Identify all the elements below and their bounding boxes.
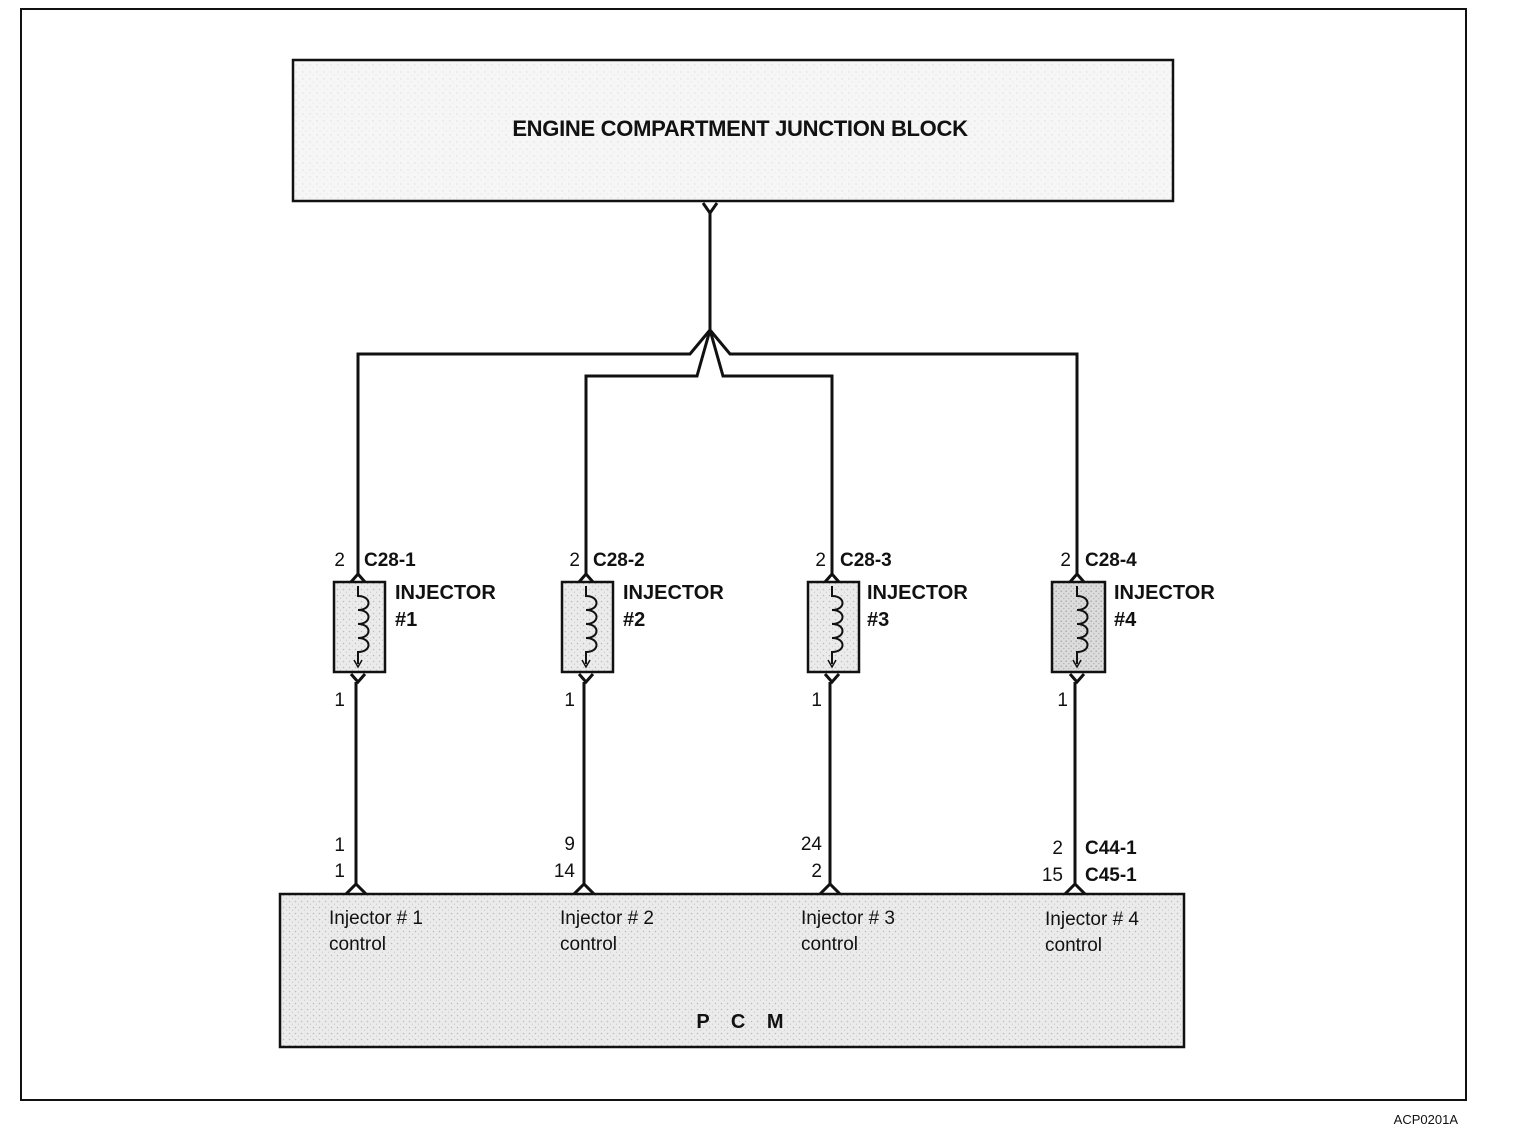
pcm-connector-c45: C45-1 xyxy=(1085,865,1137,886)
pcm-terminal-1-pin-a: 1 xyxy=(334,835,345,856)
junction-block: ENGINE COMPARTMENT JUNCTION BLOCK xyxy=(291,58,1175,203)
pcm-connector-c44: C44-1 xyxy=(1085,838,1137,859)
injector-2-connector: C28-2 xyxy=(593,550,645,571)
injector-1-label: INJECTOR xyxy=(395,582,496,604)
pcm-terminal-3-label: Injector # 3 xyxy=(801,908,895,929)
injector-3-number: #3 xyxy=(867,609,889,631)
power-feed-wiring xyxy=(356,202,1079,574)
injector-4-coil-icon xyxy=(1076,586,1089,664)
injector-2-label: INJECTOR xyxy=(623,582,724,604)
pcm-terminal-2-label: Injector # 2 xyxy=(560,908,654,929)
pcm-terminal-4-label: Injector # 4 xyxy=(1045,909,1139,930)
injector-2-number: #2 xyxy=(623,609,645,631)
injector-1-coil-icon xyxy=(357,586,370,664)
pcm-terminal-3-pin-b: 2 xyxy=(811,861,822,882)
injector-1-pin-top: 2 xyxy=(334,550,345,571)
figure-code: ACP0201A xyxy=(1394,1112,1459,1127)
junction-block-title: ENGINE COMPARTMENT JUNCTION BLOCK xyxy=(512,116,968,141)
injector-2-coil-icon xyxy=(585,586,598,664)
diagram-frame xyxy=(20,8,1467,1101)
pcm-terminal-2-pin-a: 9 xyxy=(564,834,575,855)
injector-2-pin-bottom: 1 xyxy=(564,690,575,711)
injector-3-label: INJECTOR xyxy=(867,582,968,604)
pcm-terminal-1-pin-b: 1 xyxy=(334,861,345,882)
pcm-terminal-3-sublabel: control xyxy=(801,934,858,955)
injector-4-pin-bottom: 1 xyxy=(1057,690,1068,711)
pcm-terminal-2-sublabel: control xyxy=(560,934,617,955)
injector-3-pin-bottom: 1 xyxy=(811,690,822,711)
pcm-terminal-3-pin-a: 24 xyxy=(801,834,823,855)
injector-4-pin-top: 2 xyxy=(1060,550,1071,571)
pcm-terminal-4-pin-a: 2 xyxy=(1052,838,1063,859)
pcm-terminal-4-sublabel: control xyxy=(1045,935,1102,956)
injector-3-coil-icon xyxy=(831,586,844,664)
pcm-terminal-1-label: Injector # 1 xyxy=(329,908,423,929)
injector-4-label: INJECTOR xyxy=(1114,582,1215,604)
injector-1-connector: C28-1 xyxy=(364,550,416,571)
injector-4: 2 C28-4 INJECTOR #4 1 xyxy=(1050,550,1215,886)
pcm-pin-labels: 1 1 9 14 24 2 2 15 C44-1 C45-1 xyxy=(334,834,1137,886)
injector-3-pin-top: 2 xyxy=(815,550,826,571)
injector-2-body xyxy=(560,580,615,674)
injector-3-connector: C28-3 xyxy=(840,550,892,571)
injector-4-connector: C28-4 xyxy=(1085,550,1137,571)
injector-4-number: #4 xyxy=(1114,609,1137,631)
pcm-module: Injector # 1 control Injector # 2 contro… xyxy=(278,881,1186,1049)
pcm-terminal-1-sublabel: control xyxy=(329,934,386,955)
pcm-terminal-4-pin-b: 15 xyxy=(1042,865,1063,886)
pcm-title: P C M xyxy=(696,1011,791,1033)
injector-1-pin-bottom: 1 xyxy=(334,690,345,711)
injector-1-number: #1 xyxy=(395,609,417,631)
injector-2-pin-top: 2 xyxy=(569,550,580,571)
injector-3: 2 C28-3 INJECTOR #3 1 xyxy=(806,550,968,886)
injector-1: 2 C28-1 INJECTOR #1 1 xyxy=(332,550,496,886)
pcm-terminal-2-pin-b: 14 xyxy=(554,861,576,882)
injector-2: 2 C28-2 INJECTOR #2 1 xyxy=(560,550,724,886)
